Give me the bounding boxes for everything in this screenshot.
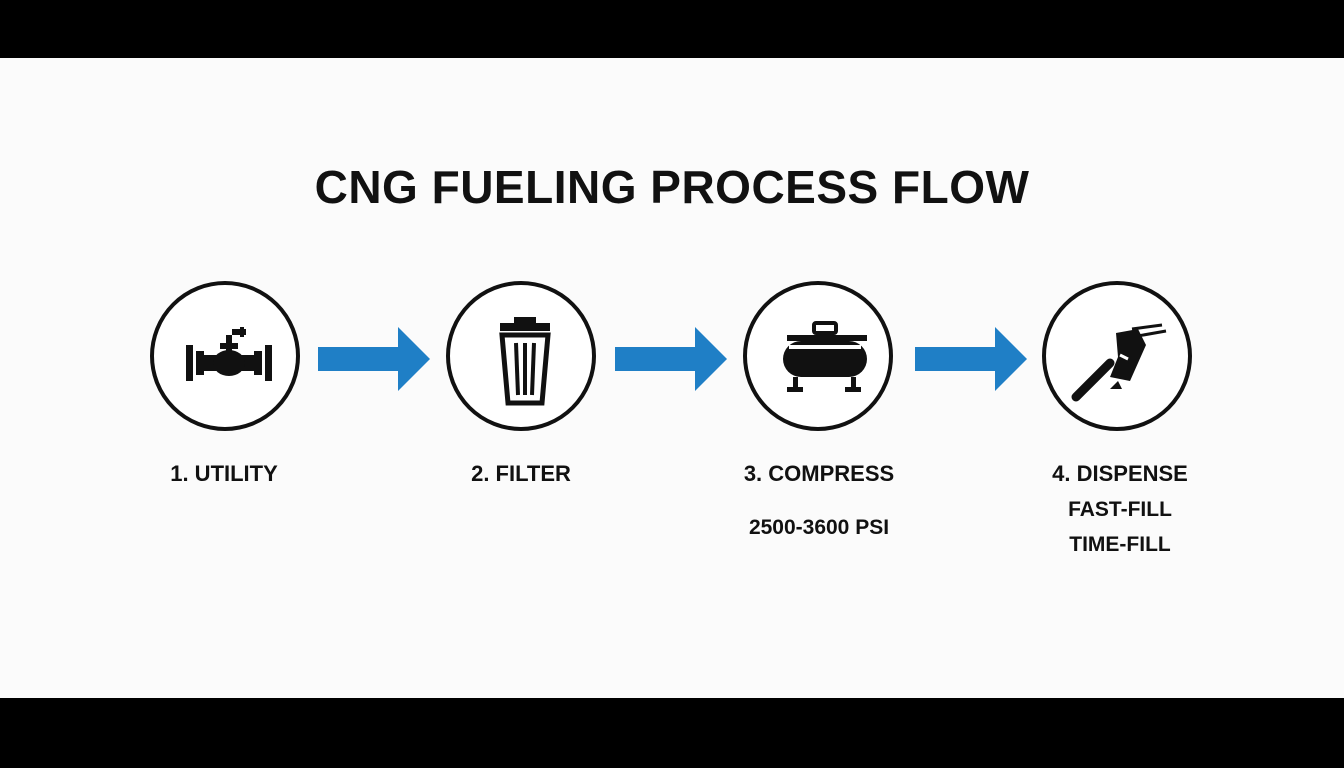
step-dispense-node <box>1042 281 1192 431</box>
arrow-shape <box>615 327 727 391</box>
flow-arrow-1 <box>318 327 430 391</box>
step-dispense-time-fill: TIME-FILL <box>1069 533 1171 556</box>
step-dispense-label: 4. DISPENSE <box>1052 461 1188 486</box>
compressor-tank-icon <box>783 321 867 392</box>
step-utility-node <box>150 281 300 431</box>
arrow-shape <box>915 327 1027 391</box>
letterbox-bottom <box>0 698 1344 768</box>
flow-arrow-3 <box>915 327 1027 391</box>
step-filter-label: 2. FILTER <box>471 461 571 486</box>
valve-icon <box>186 327 272 381</box>
fuel-nozzle-icon <box>1071 323 1167 402</box>
letterbox-top <box>0 0 1344 58</box>
step-utility-label: 1. UTILITY <box>170 461 278 486</box>
flow-arrow-2 <box>615 327 727 391</box>
filter-bin-icon <box>499 317 551 406</box>
step-filter-node <box>446 281 596 431</box>
step-dispense-fast-fill: FAST-FILL <box>1068 498 1172 521</box>
step-compress-label: 3. COMPRESS <box>743 461 895 486</box>
step-compress-node <box>743 281 893 431</box>
diagram-title: CNG FUELING PROCESS FLOW <box>314 161 1030 213</box>
arrow-shape <box>318 327 430 391</box>
step-compress-pressure: 2500-3600 PSI <box>748 516 890 539</box>
